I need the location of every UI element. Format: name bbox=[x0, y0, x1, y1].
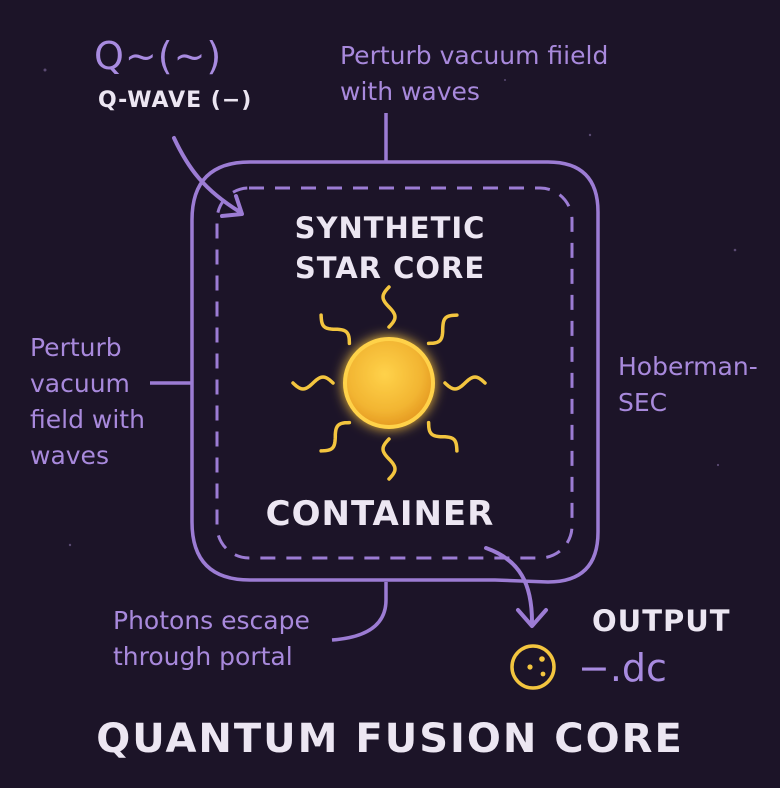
inner-chamber bbox=[215, 186, 574, 560]
sun-ray bbox=[443, 375, 487, 391]
background-stars bbox=[43, 68, 737, 547]
photon-note-connector bbox=[331, 582, 388, 642]
sun-ray bbox=[319, 313, 352, 346]
photon-annotation: Photons escape through portal bbox=[113, 606, 310, 671]
sun-ray bbox=[381, 285, 397, 329]
output-symbol: −.dc bbox=[578, 646, 667, 690]
sun-ray bbox=[319, 420, 352, 453]
particle-circle-icon bbox=[510, 644, 556, 690]
sun-ray bbox=[381, 437, 397, 481]
core-title: SYNTHETIC STAR CORE bbox=[294, 211, 486, 285]
outer-container bbox=[190, 160, 600, 584]
output-arrowhead bbox=[516, 608, 548, 628]
sun-rays bbox=[291, 285, 487, 481]
sun-ray bbox=[426, 313, 459, 346]
sun-ray bbox=[291, 375, 335, 391]
left-annotation: Perturb vacuum field with waves bbox=[30, 333, 145, 470]
sun-icon bbox=[291, 285, 487, 481]
output-label: OUTPUT bbox=[592, 604, 731, 638]
main-title: QUANTUM FUSION CORE bbox=[96, 716, 684, 762]
q-wave-arrow bbox=[172, 136, 242, 214]
output-arrow bbox=[484, 546, 534, 624]
q-wave-arrowhead bbox=[220, 194, 244, 218]
right-annotation: Hoberman- SEC bbox=[618, 352, 758, 417]
q-wave-formula: Q~(~) bbox=[94, 34, 223, 78]
top-annotation: Perturb vacuum fiield with waves bbox=[340, 41, 609, 106]
sun-ray bbox=[426, 420, 459, 453]
q-wave-label: Q-WAVE (−) bbox=[98, 88, 253, 113]
container-label: CONTAINER bbox=[265, 494, 495, 534]
